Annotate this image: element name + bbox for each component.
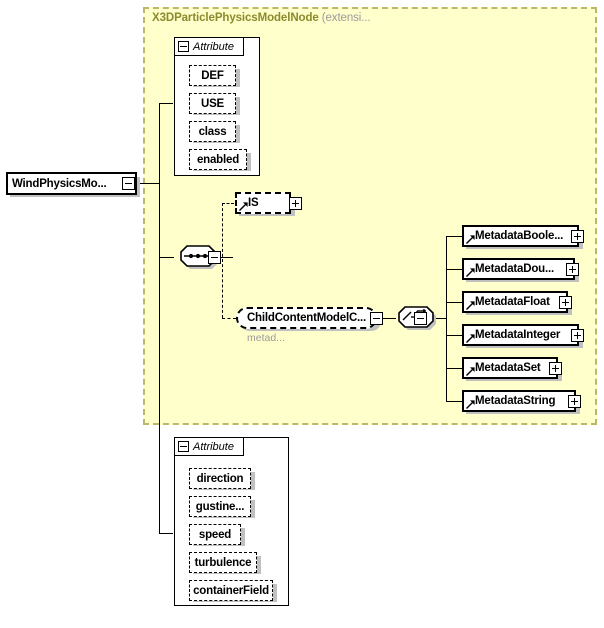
attribute-turbulence[interactable]: turbulence <box>189 552 257 573</box>
child-content-model-group[interactable]: ChildContentModelC... <box>236 307 377 329</box>
connector-main-trunk <box>159 103 160 533</box>
is-element[interactable]: IS <box>235 192 291 214</box>
bottom-attribute-group-label: Attribute <box>193 440 234 453</box>
element-metadata-double-expand-toggle[interactable] <box>566 263 579 276</box>
element-metadata-string[interactable]: MetadataString <box>462 390 576 412</box>
connector-metadata-5 <box>446 401 462 402</box>
choice-compositor-toggle[interactable] <box>414 312 427 325</box>
attribute-containerfield[interactable]: containerField <box>189 580 273 601</box>
attribute-def-label: DEF <box>201 69 224 82</box>
element-metadata-boolean[interactable]: MetadataBoole... <box>462 225 579 247</box>
sequence-compositor-toggle[interactable] <box>208 251 221 264</box>
connector-ccm-to-choice <box>381 318 396 319</box>
connector-metadata-3 <box>446 335 462 336</box>
element-metadata-integer[interactable]: MetadataInteger <box>462 324 579 346</box>
element-metadata-float[interactable]: MetadataFloat <box>462 291 568 313</box>
element-metadata-set-label: MetadataSet <box>475 362 541 374</box>
element-metadata-set-expand-toggle[interactable] <box>549 362 562 375</box>
connector-metadata-4 <box>446 368 462 369</box>
connector-metadata-bus <box>446 236 447 402</box>
child-content-model-under-label: metad... <box>247 332 285 344</box>
connector-sequence-out <box>221 257 233 258</box>
attribute-direction-label: direction <box>196 472 244 485</box>
connector-to-child-content-model <box>222 318 236 319</box>
extension-region-title: X3DParticlePhysicsModelNode (extensi... <box>152 12 371 24</box>
attribute-turbulence-label: turbulence <box>194 556 252 569</box>
attribute-gustiness[interactable]: gustine... <box>189 496 251 517</box>
connector-to-bottom-attributes <box>159 533 173 534</box>
connector-choice-out <box>430 318 446 319</box>
connector-sequence-branch-vertical <box>222 203 223 318</box>
element-metadata-double[interactable]: MetadataDou... <box>462 258 575 280</box>
attribute-class[interactable]: class <box>189 121 236 142</box>
is-element-label: IS <box>248 197 259 209</box>
element-metadata-double-label: MetadataDou... <box>475 263 554 275</box>
element-metadata-set[interactable]: MetadataSet <box>462 357 558 379</box>
child-content-model-label: ChildContentModelC... <box>246 312 367 324</box>
bottom-attribute-collapse-toggle[interactable] <box>178 441 189 452</box>
extension-type-name: X3DParticlePhysicsModelNode <box>152 12 319 24</box>
element-metadata-float-expand-toggle[interactable] <box>559 296 572 309</box>
attribute-gustiness-label: gustine... <box>195 500 245 513</box>
bottom-attribute-group: Attribute <box>174 437 289 606</box>
element-metadata-string-expand-toggle[interactable] <box>568 395 581 408</box>
connector-root-stub <box>137 183 159 184</box>
connector-to-is <box>222 203 234 204</box>
attribute-containerfield-label: containerField <box>193 584 269 597</box>
attribute-def[interactable]: DEF <box>189 65 236 86</box>
attribute-use-label: USE <box>200 97 225 110</box>
attribute-speed-label: speed <box>198 528 232 541</box>
element-metadata-boolean-label: MetadataBoole... <box>475 230 564 242</box>
connector-metadata-0 <box>446 236 462 237</box>
element-metadata-integer-expand-toggle[interactable] <box>571 329 584 342</box>
top-attribute-group-label: Attribute <box>193 40 234 53</box>
connector-to-sequence <box>159 257 174 258</box>
is-element-expand-toggle[interactable] <box>289 197 302 210</box>
bottom-attribute-group-tab[interactable]: Attribute <box>174 437 244 456</box>
element-metadata-boolean-expand-toggle[interactable] <box>571 230 584 243</box>
attribute-class-label: class <box>198 125 227 138</box>
child-content-model-collapse-toggle[interactable] <box>370 312 383 325</box>
top-attribute-group-tab[interactable]: Attribute <box>174 37 244 56</box>
connector-metadata-2 <box>446 302 462 303</box>
top-attribute-collapse-toggle[interactable] <box>178 41 189 52</box>
root-element-label: WindPhysicsMo... <box>12 177 107 190</box>
connector-to-top-attributes <box>159 103 173 104</box>
attribute-enabled[interactable]: enabled <box>189 149 247 170</box>
attribute-speed[interactable]: speed <box>189 524 241 545</box>
extension-type-suffix: (extensi... <box>321 12 371 24</box>
element-metadata-string-label: MetadataString <box>475 395 556 407</box>
attribute-use[interactable]: USE <box>189 93 236 114</box>
element-metadata-integer-label: MetadataInteger <box>475 329 561 341</box>
attribute-enabled-label: enabled <box>196 153 240 166</box>
attribute-direction[interactable]: direction <box>189 468 251 489</box>
element-metadata-float-label: MetadataFloat <box>475 296 550 308</box>
root-element-windphysicsmodel[interactable]: WindPhysicsMo... <box>6 172 137 195</box>
connector-metadata-1 <box>446 269 462 270</box>
root-element-collapse-toggle[interactable] <box>122 177 135 190</box>
